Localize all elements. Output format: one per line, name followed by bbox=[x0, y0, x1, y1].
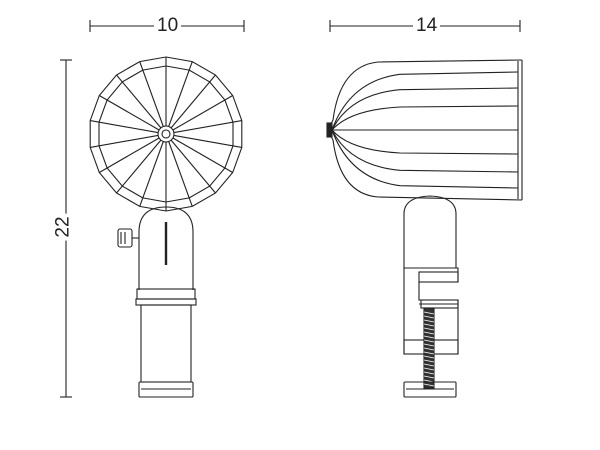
front-shade-rib bbox=[172, 137, 233, 173]
side-shade-ribs bbox=[331, 71, 519, 189]
front-clamp-body bbox=[140, 304, 192, 383]
front-shade-rib bbox=[170, 74, 216, 129]
side-shade-tip bbox=[326, 122, 333, 138]
dimension-label-height: 22 bbox=[52, 213, 75, 241]
side-shade-rib bbox=[331, 129, 519, 189]
side-shade-rib bbox=[331, 129, 519, 173]
front-shade-rib bbox=[168, 61, 193, 127]
front-shade-rib bbox=[90, 134, 159, 148]
front-hub-inner bbox=[161, 129, 171, 139]
front-shade-rib bbox=[139, 141, 164, 207]
side-shade-rib bbox=[331, 71, 519, 131]
front-shade-rib bbox=[116, 139, 162, 194]
front-clamp-collar bbox=[135, 288, 197, 306]
front-shade-ribs bbox=[90, 57, 242, 211]
dimension-label-side-width: 14 bbox=[413, 15, 441, 37]
front-shade-rib bbox=[116, 74, 162, 129]
front-shade-rib bbox=[99, 95, 160, 131]
side-shade-rib bbox=[331, 129, 519, 155]
side-clamp-upper-jaw bbox=[418, 271, 459, 283]
front-shade-rib bbox=[170, 139, 216, 194]
front-shade-rib bbox=[168, 141, 193, 207]
front-adjust-knob bbox=[117, 228, 139, 248]
side-clamp-screw bbox=[423, 307, 435, 389]
side-shade-rib bbox=[331, 87, 519, 131]
front-shade-rib bbox=[139, 61, 164, 127]
side-shade-rib bbox=[331, 105, 519, 131]
side-neck bbox=[403, 195, 457, 268]
front-shade-rib bbox=[173, 134, 242, 148]
front-shade-rib bbox=[173, 120, 242, 134]
front-swivel-head bbox=[138, 206, 194, 290]
side-screw-base bbox=[403, 381, 457, 398]
front-shade-rib bbox=[90, 120, 159, 134]
front-view bbox=[89, 56, 243, 398]
front-shade-rib bbox=[99, 137, 160, 173]
front-hub-outer bbox=[157, 125, 175, 143]
side-view bbox=[326, 59, 523, 398]
dimension-label-front-width: 10 bbox=[154, 15, 182, 37]
front-shade-rib bbox=[172, 95, 233, 131]
front-base-plate bbox=[138, 381, 194, 398]
